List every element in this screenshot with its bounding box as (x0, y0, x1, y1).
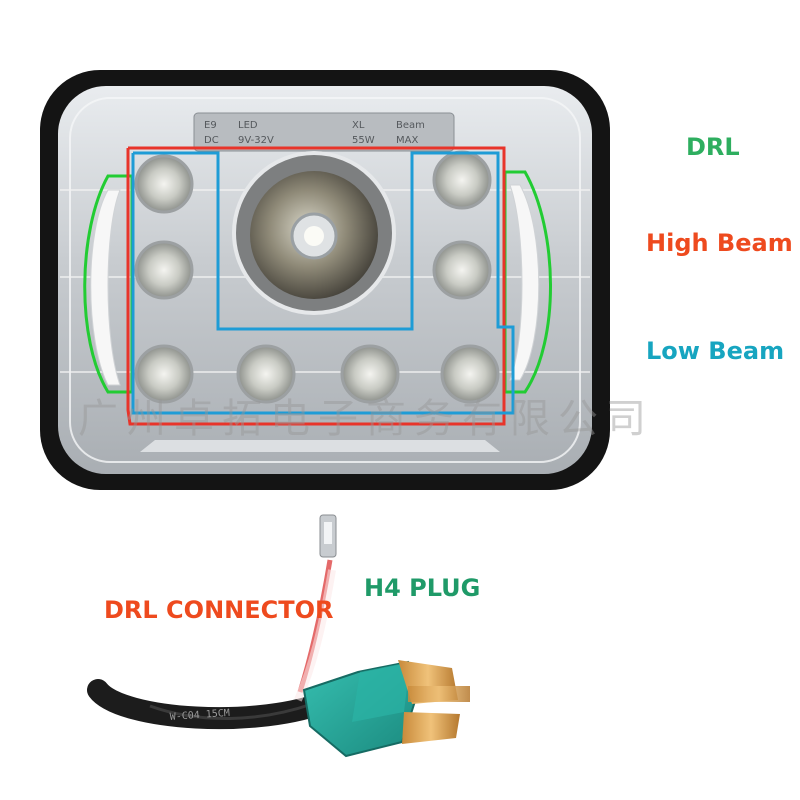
spec-max: MAX (396, 135, 418, 146)
spec-voltage: 9V-32V (238, 135, 274, 146)
cable-print: W-C04 15CM (169, 708, 230, 723)
drl-outline-left (83, 174, 134, 394)
drl-connector-label: DRL CONNECTOR (104, 596, 334, 624)
watermark: 广州卓拓电子商务有限公司 (78, 396, 654, 442)
high-beam-label: High Beam (646, 229, 793, 257)
high-beam-outline (126, 146, 506, 426)
spec-e9: E9 (204, 120, 217, 131)
led-modules (134, 150, 500, 404)
low-beam-outline (131, 151, 515, 415)
spec-dc: DC (204, 135, 219, 146)
h4-plug (302, 660, 470, 758)
low-beam-label: Low Beam (646, 337, 785, 365)
spec-led: LED (238, 120, 258, 131)
spec-xl: XL (352, 120, 365, 131)
spec-beam: Beam (396, 120, 425, 131)
drl-outline-right (503, 170, 552, 394)
drl-label: DRL (686, 133, 740, 161)
h4-plug-label: H4 PLUG (364, 574, 481, 602)
wiring-harness: W-C04 15CM (87, 514, 341, 730)
spec-power: 55W (352, 135, 375, 146)
